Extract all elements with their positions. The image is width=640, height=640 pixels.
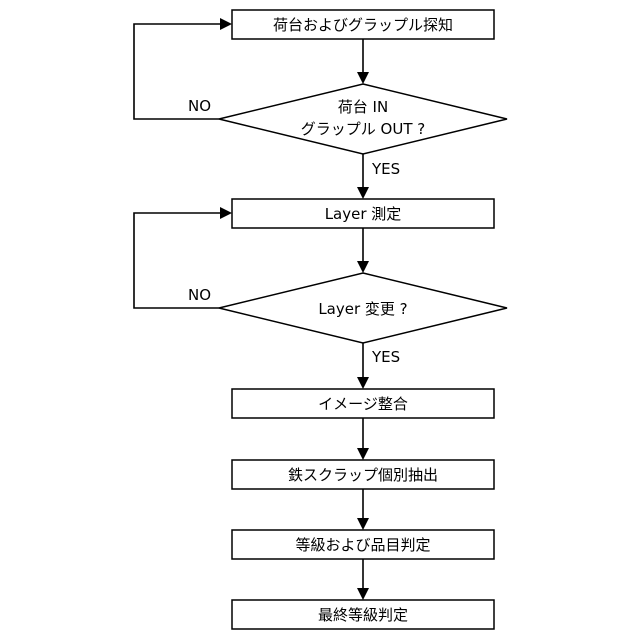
step-final-label: 最終等級判定 bbox=[318, 606, 408, 624]
step-grade-label: 等級および品目判定 bbox=[295, 536, 430, 554]
step-align: イメージ整合 bbox=[232, 389, 494, 418]
branch-no-1: NO bbox=[188, 97, 211, 115]
step-detect-label: 荷台およびグラップル探知 bbox=[273, 16, 453, 34]
arrowhead-measure bbox=[357, 187, 369, 199]
arrowhead-no-loop-1 bbox=[220, 18, 232, 30]
arrowhead-extract bbox=[357, 448, 369, 460]
step-detect: 荷台およびグラップル探知 bbox=[232, 10, 494, 39]
decision-second-label: Layer 変更 ? bbox=[318, 300, 407, 318]
step-extract: 鉄スクラップ個別抽出 bbox=[232, 460, 494, 489]
arrowhead-align bbox=[357, 377, 369, 389]
decision-second: Layer 変更 ? bbox=[219, 273, 507, 343]
step-final: 最終等級判定 bbox=[232, 600, 494, 629]
decision-first-shape bbox=[219, 84, 507, 154]
step-grade: 等級および品目判定 bbox=[232, 530, 494, 559]
branch-no-2: NO bbox=[188, 286, 211, 304]
step-measure-label: Layer 測定 bbox=[325, 205, 402, 223]
step-measure: Layer 測定 bbox=[232, 199, 494, 228]
arrowhead-final bbox=[357, 588, 369, 600]
branch-yes-1: YES bbox=[371, 160, 400, 178]
decision-first-line1: 荷台 IN bbox=[338, 98, 388, 116]
decision-first: 荷台 IN グラップル OUT ? bbox=[219, 84, 507, 154]
step-extract-label: 鉄スクラップ個別抽出 bbox=[288, 466, 438, 484]
arrowhead-no-loop-2 bbox=[220, 207, 232, 219]
branch-yes-2: YES bbox=[371, 348, 400, 366]
arrowhead-grade bbox=[357, 518, 369, 530]
arrowhead-decision1 bbox=[357, 72, 369, 84]
step-align-label: イメージ整合 bbox=[318, 395, 408, 413]
decision-first-line2: グラップル OUT ? bbox=[301, 120, 425, 138]
arrowhead-decision2 bbox=[357, 261, 369, 273]
